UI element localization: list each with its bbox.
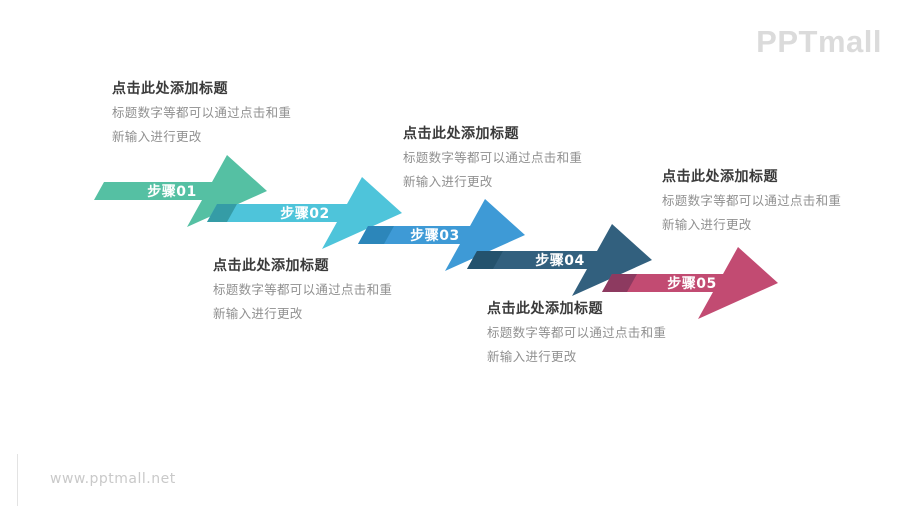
step-3-fold [358,226,394,244]
text-block-1-line1: 标题数字等都可以通过点击和重 [112,105,292,120]
pptmall-logo: PPTmall [756,24,882,59]
text-block-2-title: 点击此处添加标题 [403,126,519,142]
text-block-4-line1: 标题数字等都可以通过点击和重 [662,193,842,208]
text-block-2-line1: 标题数字等都可以通过点击和重 [403,150,583,165]
watermark: www.pptmall.net [50,471,176,487]
step-2-fold [207,204,237,222]
text-block-2: 点击此处添加标题 标题数字等都可以通过点击和重 新输入进行更改 [403,126,582,198]
step-2-arrow [207,177,402,249]
step-1-label: 步骤01 [147,183,196,200]
text-block-5-line1: 标题数字等都可以通过点击和重 [487,325,667,340]
text-block-3-line1: 标题数字等都可以通过点击和重 [213,282,393,297]
text-block-1-title: 点击此处添加标题 [112,81,228,97]
step-3-label: 步骤03 [410,227,459,244]
text-block-3: 点击此处添加标题 标题数字等都可以通过点击和重 新输入进行更改 [213,258,392,330]
text-block-5-line2: 新输入进行更改 [487,349,577,364]
text-block-3-line2: 新输入进行更改 [213,306,303,321]
text-block-5-title: 点击此处添加标题 [487,301,603,317]
text-block-5: 点击此处添加标题 标题数字等都可以通过点击和重 新输入进行更改 [487,301,666,373]
step-4-fold [467,251,503,269]
text-block-2-line2: 新输入进行更改 [403,174,493,189]
text-block-4-title: 点击此处添加标题 [662,169,778,185]
text-block-4: 点击此处添加标题 标题数字等都可以通过点击和重 新输入进行更改 [662,169,841,241]
text-block-4-line2: 新输入进行更改 [662,217,752,232]
step-4-group: 步骤04 [467,224,652,296]
step-5-arrow [602,247,778,319]
step-5-fold [602,274,637,292]
step-2-label: 步骤02 [280,205,329,222]
step-5-label: 步骤05 [667,275,716,292]
text-block-1: 点击此处添加标题 标题数字等都可以通过点击和重 新输入进行更改 [112,81,291,153]
text-block-3-title: 点击此处添加标题 [213,258,329,274]
text-block-1-line2: 新输入进行更改 [112,129,202,144]
step-5-group: 步骤05 [602,247,778,319]
left-edge-line [17,454,18,506]
step-4-arrow [467,224,652,296]
step-4-label: 步骤04 [535,252,584,269]
step-2-group: 步骤02 [207,177,402,249]
